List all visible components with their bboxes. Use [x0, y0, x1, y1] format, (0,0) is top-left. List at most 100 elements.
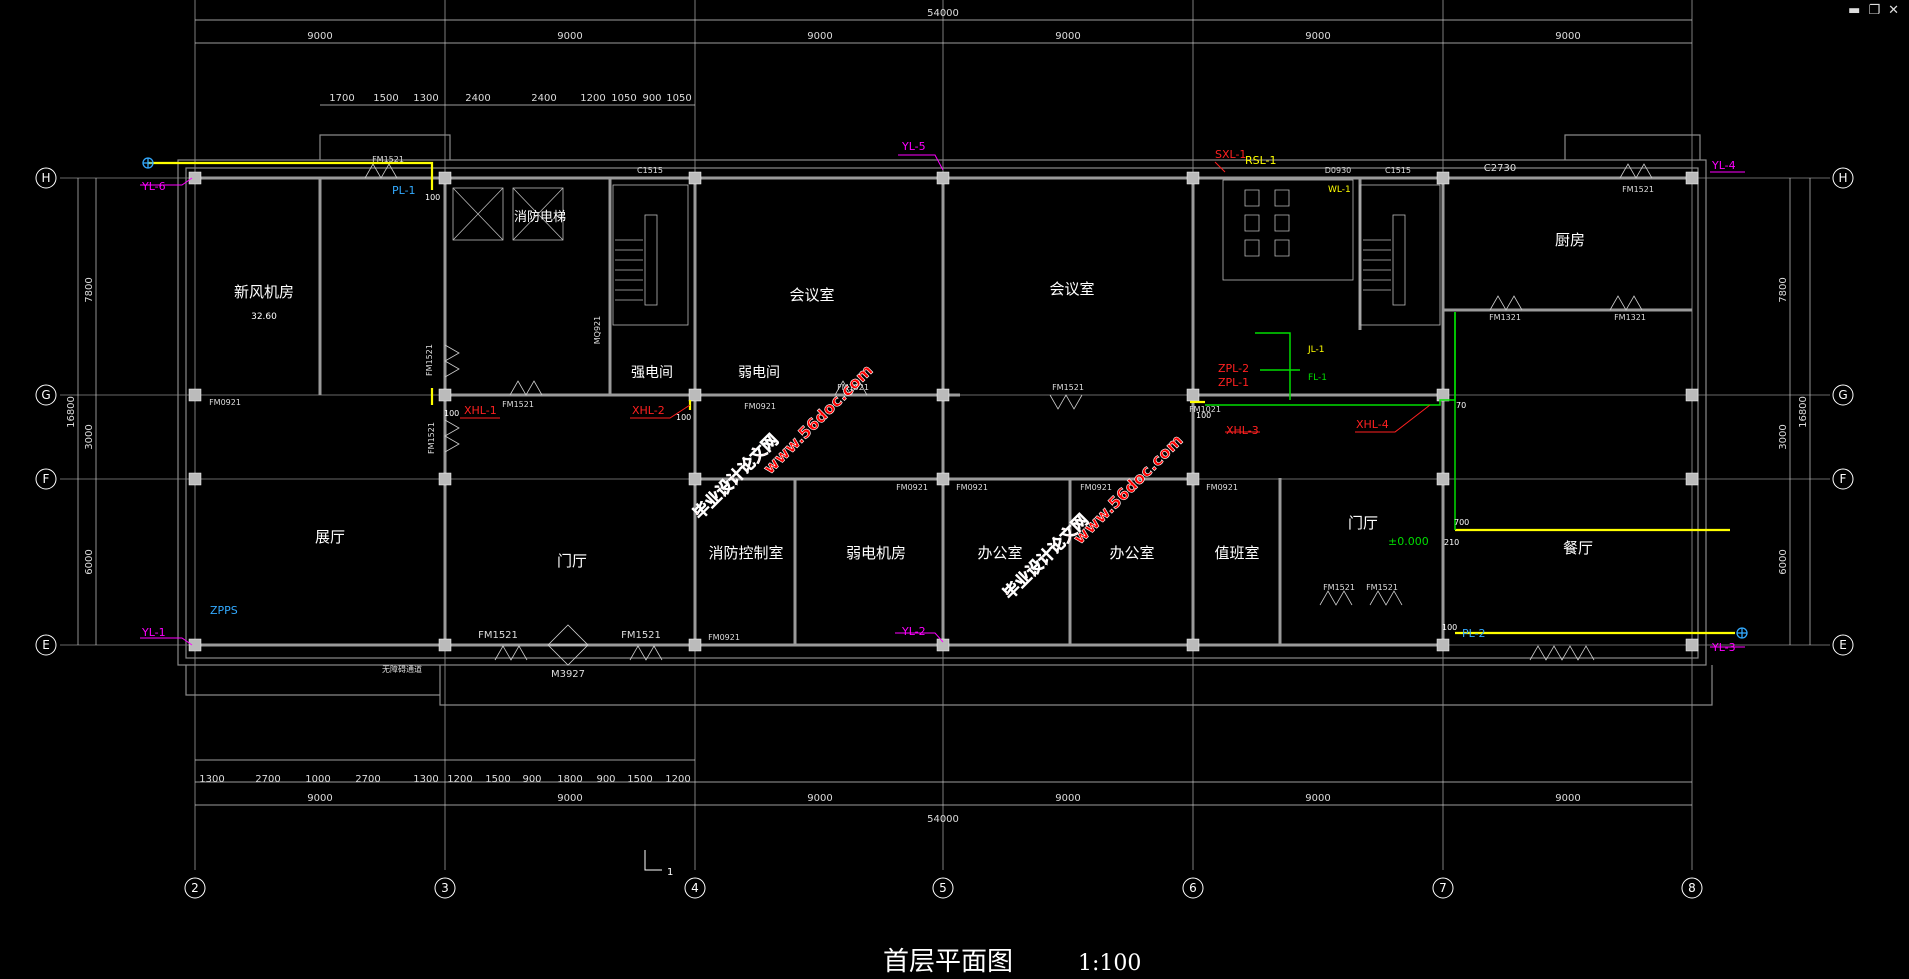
interior-walls — [195, 176, 1692, 647]
detail-dim-bottom: 1500 — [627, 774, 652, 785]
door-label: M3927 — [551, 669, 585, 680]
room-strong-elec: 强电间 — [631, 365, 673, 381]
watermark-text: 毕业设计论文网 — [689, 430, 782, 523]
pipe-label-zpl2: ZPL-2 — [1218, 362, 1249, 375]
room-fresh-air-area: 32.60 — [251, 312, 277, 322]
detail-dim-top: 2400 — [531, 93, 556, 104]
detail-dim-top: 2400 — [465, 93, 490, 104]
detail-dim-top: 1300 — [413, 93, 438, 104]
window-label: C2730 — [1484, 163, 1516, 174]
total-dim-top: 54000 — [927, 8, 959, 19]
detail-dim-bottom: 2700 — [355, 774, 380, 785]
section-mark-label: 1 — [667, 867, 673, 878]
axis-label-g-right: G — [1838, 388, 1847, 402]
detail-dim-bottom: 900 — [522, 774, 541, 785]
door-label: FM0921 — [1206, 483, 1238, 492]
room-exhibition: 展厅 — [315, 528, 345, 546]
minimize-icon[interactable]: ▬ — [1848, 3, 1861, 18]
window-label: C1515 — [1385, 166, 1411, 175]
pipe-leaders — [140, 154, 1745, 648]
room-dining: 餐厅 — [1563, 539, 1593, 557]
restore-icon[interactable]: ❐ — [1868, 3, 1881, 18]
pipe-size: 100 — [676, 413, 691, 422]
door-label: FM0921 — [1080, 483, 1112, 492]
bay-dim-bottom: 9000 — [1055, 793, 1080, 804]
pipe-label-wl1: WL-1 — [1328, 185, 1351, 195]
axis-label-g-left: G — [41, 388, 50, 402]
pipe-label-yl4: YL-4 — [1711, 159, 1736, 172]
axis-label-e-right: E — [1839, 638, 1847, 652]
stairs-elevators — [452, 179, 1441, 326]
room-weak-machine: 弱电机房 — [846, 544, 906, 562]
axis-label-e-left: E — [42, 638, 50, 652]
left-total-dim: 16800 — [66, 396, 77, 428]
pipe-size: 210 — [1444, 538, 1459, 547]
room-meeting-2: 会议室 — [1049, 280, 1094, 298]
detail-dim-bottom: 1300 — [413, 774, 438, 785]
pipe-label-xhl2: XHL-2 — [632, 404, 665, 417]
room-duty: 值班室 — [1214, 544, 1259, 562]
door-label: MQ921 — [593, 316, 602, 344]
bay-dim-top: 9000 — [557, 31, 582, 42]
pipe-label-rsl1: RSL-1 — [1245, 154, 1277, 167]
axis-label-h-left: H — [41, 171, 50, 185]
detail-dim-top: 1700 — [329, 93, 354, 104]
right-row-dim: 3000 — [1778, 424, 1789, 449]
level-mark: ±0.000 — [1388, 535, 1429, 548]
drawing-scale: 1:100 — [1078, 951, 1141, 976]
detail-dim-bottom: 2700 — [255, 774, 280, 785]
fire-pipe-leaders — [460, 161, 1431, 433]
room-kitchen: 厨房 — [1555, 231, 1585, 249]
door-label: FM1521 — [837, 383, 869, 392]
bay-dim-top: 9000 — [1055, 31, 1080, 42]
detail-dim-top: 1050 — [611, 93, 636, 104]
pipe-size: 700 — [1454, 518, 1469, 527]
axis-label-f-right: F — [1840, 472, 1847, 486]
columns — [188, 171, 1699, 652]
room-fresh-air: 新风机房 — [234, 283, 294, 301]
detail-dim-bottom: 1000 — [305, 774, 330, 785]
pipe-size: 70 — [1456, 401, 1466, 410]
pipe-label-pl1: PL-1 — [392, 184, 416, 197]
door-label: FM1521 — [1052, 383, 1084, 392]
door-label: FM0921 — [744, 402, 776, 411]
close-icon[interactable]: ✕ — [1888, 3, 1899, 18]
door-label: FM0921 — [896, 483, 928, 492]
detail-dim-bottom: 1500 — [485, 774, 510, 785]
pipe-label-yl6: YL-6 — [141, 180, 166, 193]
window-symbols — [364, 163, 1653, 661]
bay-dim-top: 9000 — [307, 31, 332, 42]
window-label: C1515 — [637, 166, 663, 175]
pipe-size: 100 — [425, 193, 440, 202]
entrance-door — [547, 624, 589, 666]
room-lobby-1: 门厅 — [557, 552, 587, 570]
building-outline — [177, 134, 1713, 706]
window-label: FM1521 — [1622, 185, 1654, 194]
door-label: FM0921 — [708, 633, 740, 642]
detail-dim-bottom: 1300 — [199, 774, 224, 785]
right-total-dim: 16800 — [1798, 396, 1809, 428]
bay-dim-bottom: 9000 — [1555, 793, 1580, 804]
pipe-label-zpps: ZPPS — [210, 604, 238, 617]
window-label: FM1321 — [1614, 313, 1646, 322]
pipe-label-fl1: FL-1 — [1308, 373, 1327, 383]
room-office-1: 办公室 — [977, 544, 1022, 562]
door-label: FM1521 — [1366, 583, 1398, 592]
door-label: FM0921 — [209, 398, 241, 407]
bay-dim-top: 9000 — [1555, 31, 1580, 42]
bay-dim-top: 9000 — [807, 31, 832, 42]
left-row-dim: 6000 — [84, 549, 95, 574]
door-label: FM1521 — [1323, 583, 1355, 592]
total-dim-bottom: 54000 — [927, 814, 959, 825]
pipe-label-yl1: YL-1 — [141, 626, 166, 639]
pipe-label-pl2: PL-2 — [1462, 627, 1486, 640]
window-controls: ▬ ❐ ✕ — [1848, 4, 1899, 18]
room-fire-control: 消防控制室 — [708, 544, 783, 562]
door-label: FM1521 — [502, 400, 534, 409]
ramp-label: 无障碍通道 — [382, 664, 422, 674]
door-label: FM1521 — [427, 422, 436, 454]
bay-dim-bottom: 9000 — [1305, 793, 1330, 804]
detail-dim-top: 1200 — [580, 93, 605, 104]
pipe-label-xhl1: XHL-1 — [464, 404, 497, 417]
bay-dim-bottom: 9000 — [807, 793, 832, 804]
